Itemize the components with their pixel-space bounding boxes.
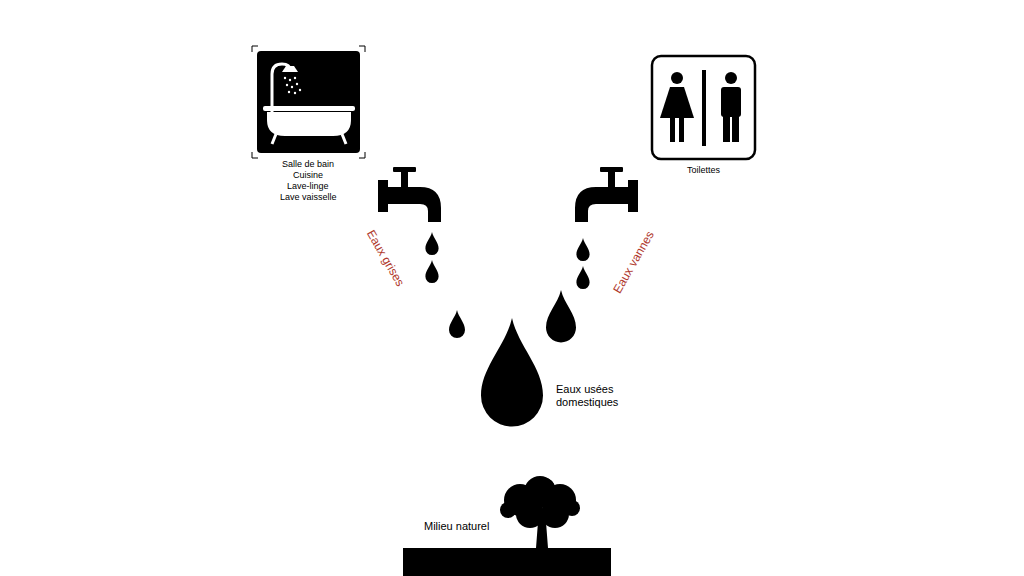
water-type-label: Eaux grises xyxy=(363,227,407,288)
faucet xyxy=(575,167,638,222)
source-label: Salle de bain xyxy=(282,159,334,170)
source-label: Cuisine xyxy=(293,170,323,181)
source-label: Toilettes xyxy=(687,165,720,176)
source-label: Lave vaisselle xyxy=(280,192,337,203)
wastewater-label: Eaux usées domestiques xyxy=(556,383,636,409)
faucet xyxy=(378,167,441,222)
source-label: Lave-linge xyxy=(287,181,329,192)
tree xyxy=(403,476,611,576)
water-type-label: Eaux vannes xyxy=(610,229,657,296)
bathroom-icon xyxy=(252,46,365,158)
toilets-icon xyxy=(652,56,755,159)
environment-label: Milieu naturel xyxy=(424,520,489,533)
